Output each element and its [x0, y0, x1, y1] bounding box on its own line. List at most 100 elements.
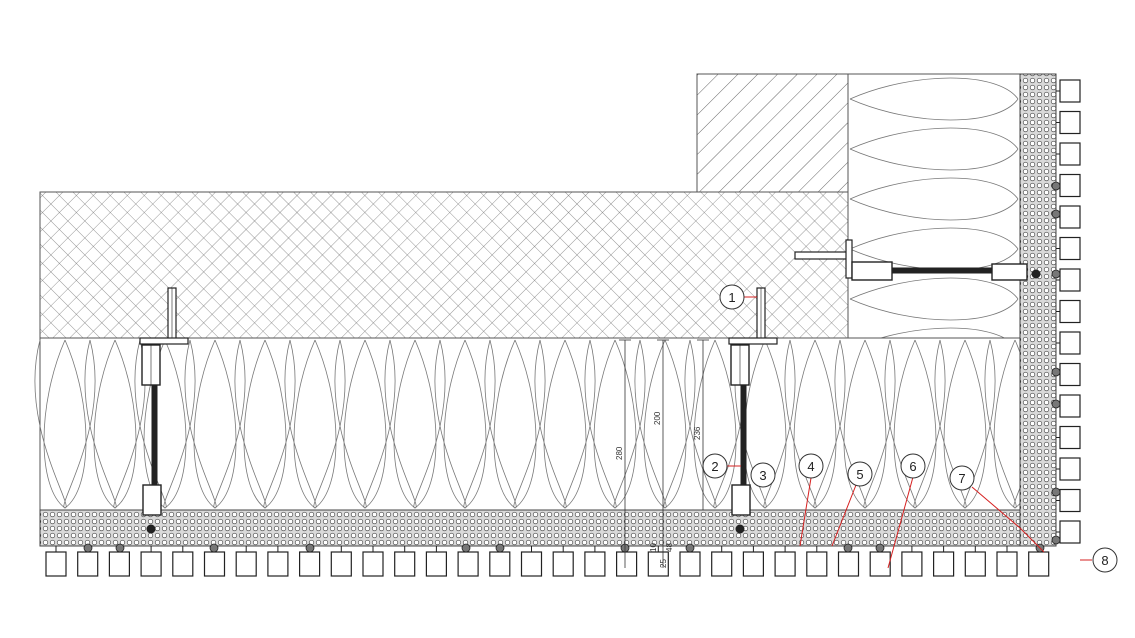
cladding-tile [1059, 268, 1081, 292]
fixing-clip [1051, 399, 1061, 409]
cladding-tile [1059, 331, 1081, 355]
cladding-tile [806, 551, 828, 577]
cladding-tile [362, 551, 384, 577]
insulation-vertical [847, 73, 1021, 339]
cladding-tile [140, 551, 162, 577]
cladding-tile [394, 551, 416, 577]
fixing-clip [1051, 535, 1061, 545]
cladding-tile [267, 551, 289, 577]
cladding-tile [108, 551, 131, 577]
cladding-tile [1059, 110, 1081, 135]
render-layer-right [1019, 73, 1057, 547]
cladding-tile [869, 551, 891, 577]
dim-label-280: 280 [615, 446, 624, 460]
cladding-tile [520, 551, 543, 577]
cladding-tile [172, 551, 194, 577]
cladding-tile [837, 551, 860, 577]
anchor-bracket-middle [728, 287, 778, 534]
cladding-tile [1059, 425, 1081, 450]
cladding-tile [552, 551, 574, 577]
cladding-tiles-right [1056, 79, 1081, 544]
fixing-clip [209, 543, 219, 553]
fixing-clip [1051, 181, 1061, 191]
svg-text:6: 6 [909, 459, 916, 474]
fixing-clip [875, 543, 885, 553]
callout-6: 6 [900, 453, 926, 479]
fixing-clip [495, 543, 505, 553]
dim-label-10: 10 [649, 543, 658, 552]
cladding-tile [1059, 79, 1081, 103]
cladding-tile [964, 551, 986, 577]
cladding-tile [901, 551, 923, 577]
callout-4: 4 [798, 453, 824, 479]
dim-label-48: 48 [665, 543, 674, 552]
fixing-clip [1051, 367, 1061, 377]
cladding-tiles-bottom [45, 546, 1050, 577]
svg-text:5: 5 [856, 467, 863, 482]
fixing-clip [83, 543, 93, 553]
fixing-clip [1051, 209, 1061, 219]
cladding-tile [679, 551, 701, 577]
cladding-tile [1059, 488, 1081, 513]
cladding-tile [584, 551, 606, 577]
cladding-tile [457, 551, 479, 577]
insulation-horizontal-path [34, 339, 1046, 509]
insulation-vertical-waves [849, 77, 1019, 371]
cladding-tile [1059, 173, 1081, 198]
anchor-bracket-horizontal [794, 239, 1041, 281]
dim-label-236: 236 [693, 426, 702, 440]
callout-7: 7 [949, 465, 975, 491]
wall-section [696, 73, 849, 193]
cladding-tile [1059, 236, 1081, 261]
insulation-vertical-path [849, 77, 1019, 371]
svg-text:7: 7 [958, 471, 965, 486]
svg-text:3: 3 [759, 468, 766, 483]
cladding-tile [235, 551, 257, 577]
cladding-tile [330, 551, 352, 577]
dim-label-200: 200 [653, 411, 662, 425]
leader-lines [727, 296, 1092, 569]
dimension-lines [619, 339, 709, 568]
fixing-clip [685, 543, 695, 553]
callout-1: 1 [719, 284, 745, 310]
cladding-tile [742, 551, 765, 577]
dim-label-25: 25 [659, 559, 668, 568]
cladding-tile [45, 551, 67, 577]
callout-8: 8 [1092, 547, 1118, 573]
callout-5: 5 [847, 461, 873, 487]
render-layer-bottom [39, 509, 1041, 547]
cladding-tile [1059, 362, 1081, 387]
cladding-tile [615, 551, 638, 577]
cladding-tile [77, 551, 99, 577]
svg-text:1: 1 [728, 290, 735, 305]
fixing-clip [461, 543, 471, 553]
concrete-slab [39, 191, 849, 339]
svg-text:8: 8 [1101, 553, 1108, 568]
fixing-clip [1051, 269, 1061, 279]
cladding-tile [711, 551, 733, 577]
cladding-tile [425, 551, 447, 577]
cladding-tile [1059, 457, 1081, 481]
cladding-tile [203, 551, 226, 577]
fixing-clip [115, 543, 125, 553]
svg-text:2: 2 [711, 459, 718, 474]
cladding-tile [1059, 205, 1081, 229]
anchor-bracket-left [139, 287, 189, 534]
cladding-tile [489, 551, 511, 577]
cladding-tile [299, 551, 321, 577]
cladding-tile [1059, 299, 1081, 324]
cladding-tile [774, 551, 796, 577]
callout-2: 2 [702, 453, 728, 479]
cladding-tile [1059, 520, 1081, 544]
cladding-tile [1028, 551, 1050, 577]
cladding-tile [1059, 394, 1081, 418]
callout-3: 3 [750, 462, 776, 488]
fixing-clip [305, 543, 315, 553]
fixing-clip [1051, 487, 1061, 497]
insulation-horizontal-waves [34, 339, 1046, 509]
cladding-tile [932, 551, 955, 577]
svg-text:4: 4 [807, 459, 814, 474]
fixing-clip [843, 543, 853, 553]
